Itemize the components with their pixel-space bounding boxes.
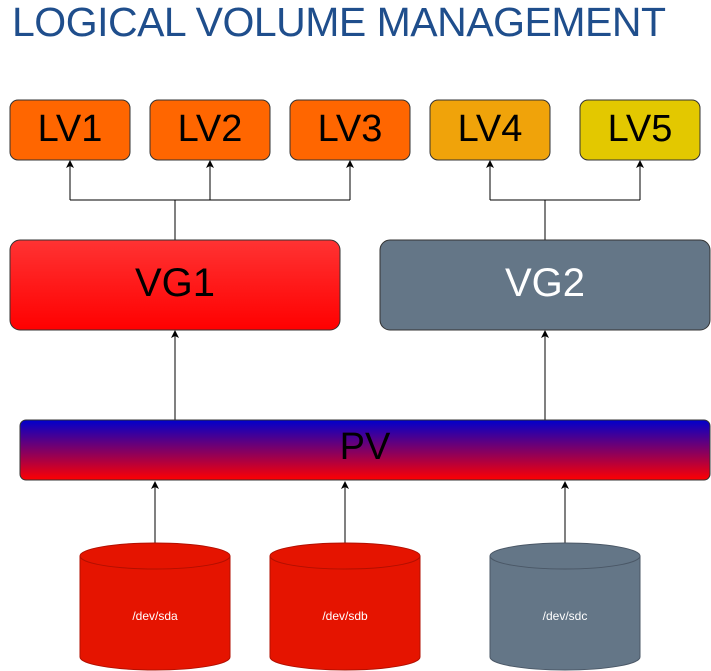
vg2-label: VG2 xyxy=(505,261,585,305)
lv5-box: LV5 xyxy=(579,99,701,161)
diagram-title: LOGICAL VOLUME MANAGEMENT xyxy=(12,0,666,45)
lv1-label: LV1 xyxy=(38,108,103,150)
lv2-label: LV2 xyxy=(178,108,243,150)
disk-sdb: /dev/sdb xyxy=(269,542,421,671)
lv4-box: LV4 xyxy=(429,99,551,161)
disk-sda: /dev/sda xyxy=(79,542,231,671)
lv2-box: LV2 xyxy=(149,99,271,161)
pv-box: PV xyxy=(19,419,711,481)
lv3-label: LV3 xyxy=(318,108,383,150)
disk-sdc: /dev/sdc xyxy=(489,542,641,671)
disk-sdb-label: /dev/sdb xyxy=(322,609,368,623)
lv1-box: LV1 xyxy=(9,99,131,161)
vg2-box: VG2 xyxy=(379,239,711,331)
disk-sdc-label: /dev/sdc xyxy=(543,609,588,623)
pv-label: PV xyxy=(340,426,391,468)
disk-sda-label: /dev/sda xyxy=(132,609,178,623)
vg1-to-lv-connectors xyxy=(66,160,354,240)
vg2-to-lv-connectors xyxy=(486,160,644,240)
lv5-label: LV5 xyxy=(608,108,673,150)
vg1-label: VG1 xyxy=(135,261,215,305)
lv4-label: LV4 xyxy=(458,108,523,150)
lv3-box: LV3 xyxy=(289,99,411,161)
vg1-box: VG1 xyxy=(9,239,341,331)
